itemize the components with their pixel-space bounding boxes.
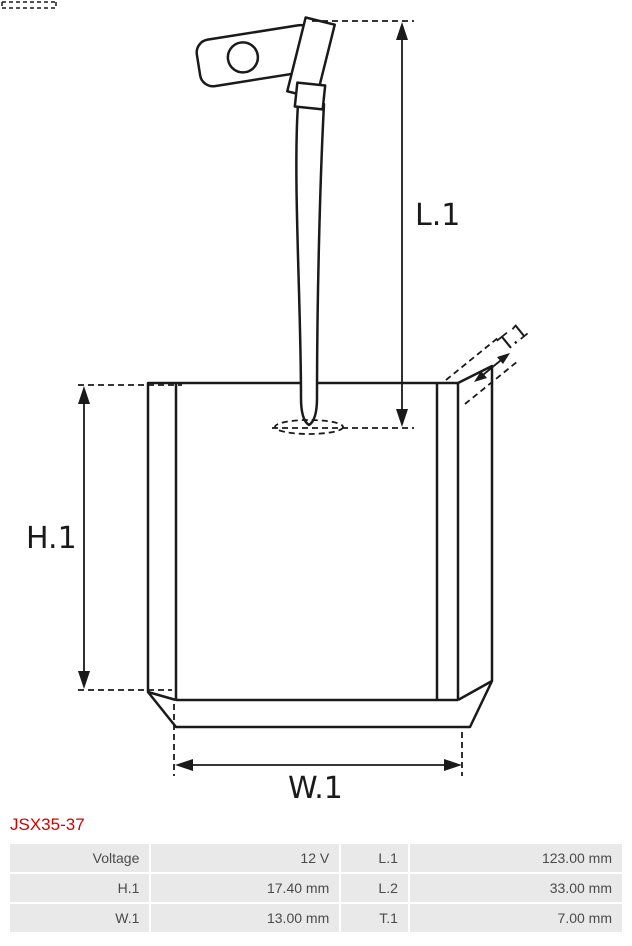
spec-label: T.1 (341, 904, 408, 932)
spec-value: 7.00 mm (409, 904, 622, 932)
spec-value: 123.00 mm (409, 844, 622, 872)
dimension-w1: W.1 (173, 704, 463, 806)
spec-row: W.1 13.00 mm T.1 7.00 mm (10, 904, 622, 932)
spec-row: H.1 17.40 mm L.2 33.00 mm (10, 874, 622, 902)
spec-value: 17.40 mm (151, 874, 340, 902)
spec-label: W.1 (10, 904, 150, 932)
spec-value: 33.00 mm (409, 874, 622, 902)
brush-bottom-right-slant (457, 679, 493, 702)
l1-label: L.1 (415, 198, 460, 233)
lead-wire (295, 102, 326, 427)
w1-label: W.1 (288, 771, 343, 806)
t1-label: T.1 (493, 318, 532, 356)
spec-value: 12 V (151, 844, 340, 872)
h1-arrow-up (78, 386, 90, 404)
corner-artifact (1, 1, 57, 9)
w1-arrow-left (175, 759, 193, 771)
lead-wire-shape (295, 102, 326, 427)
terminal-lug (195, 16, 336, 111)
part-number: JSX35-37 (10, 815, 85, 834)
spec-table: Voltage 12 V L.1 123.00 mm H.1 17.40 mm … (8, 842, 624, 934)
crimp-sleeve (293, 81, 327, 111)
t1-arrow-b (497, 353, 510, 364)
brush-bottom-left-slant (147, 690, 177, 702)
t1-arrow-a (474, 371, 487, 382)
spec-label: H.1 (10, 874, 150, 902)
brush-outline (146, 364, 494, 729)
w1-arrow-right (444, 759, 462, 771)
socket-ellipse (274, 419, 344, 435)
t1-extension-a (445, 336, 500, 381)
l1-arrow-up (396, 22, 408, 40)
spec-value: 13.00 mm (151, 904, 340, 932)
l1-arrow-down (396, 409, 408, 427)
dimension-h1: H.1 (26, 384, 182, 691)
h1-label: H.1 (26, 521, 77, 556)
lug-hole (226, 41, 260, 74)
t1-extension-b (464, 360, 519, 405)
spec-row: Voltage 12 V L.1 123.00 mm (10, 844, 622, 872)
technical-drawing: L.1 H.1 W.1 T.1 (1, 1, 533, 806)
spec-label: L.1 (341, 844, 408, 872)
wire-socket-marking (274, 419, 344, 435)
spec-label: L.2 (341, 874, 408, 902)
brush-body (146, 364, 494, 729)
spec-label: Voltage (10, 844, 150, 872)
dimension-l1: L.1 (272, 20, 460, 429)
h1-arrow-down (78, 671, 90, 689)
